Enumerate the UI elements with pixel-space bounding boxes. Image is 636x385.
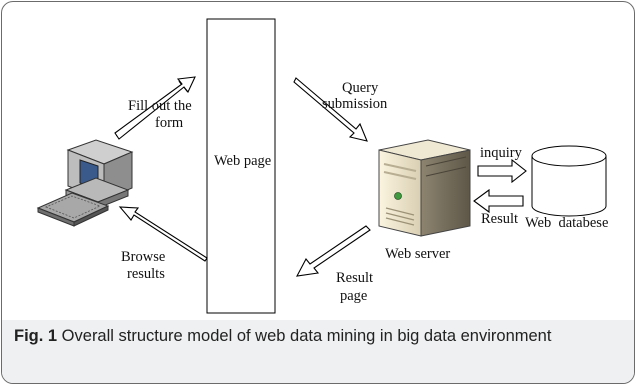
inquiry-arrow: [477, 158, 527, 184]
web-server-label: Web server: [385, 246, 450, 262]
result-label: Result: [481, 211, 518, 227]
query-submission-arrow: [293, 77, 368, 142]
query-submission-label-line2: submission: [322, 96, 388, 112]
web-database-icon: [531, 145, 607, 217]
caption-background: [2, 320, 634, 383]
figure-number: Fig. 1: [14, 327, 58, 345]
fill-form-label-line2: form: [155, 115, 184, 131]
figure-caption: Fig. 1 Overall structure model of web da…: [14, 325, 614, 347]
browse-results-label-line2: results: [127, 266, 165, 282]
fill-form-arrow: [114, 76, 196, 140]
browse-results-arrow: [118, 206, 208, 262]
web-server-icon: [378, 139, 471, 237]
computer-icon: [36, 139, 134, 227]
result-page-label-line1: Result: [336, 270, 373, 286]
inquiry-label: inquiry: [480, 145, 523, 161]
result-page-arrow: [296, 225, 371, 277]
fill-form-label-line1: Fill out the: [128, 98, 192, 114]
query-submission-label-line1: Query: [342, 80, 379, 96]
figure-caption-text: Overall structure model of web data mini…: [57, 327, 552, 345]
browse-results-label-line1: Browse: [121, 249, 165, 265]
result-page-label-line2: page: [340, 288, 367, 304]
web-page-box: [206, 18, 276, 314]
web-page-label: Web page: [214, 153, 271, 169]
web-database-label: Web databese: [525, 215, 608, 231]
result-arrow: [473, 188, 524, 214]
